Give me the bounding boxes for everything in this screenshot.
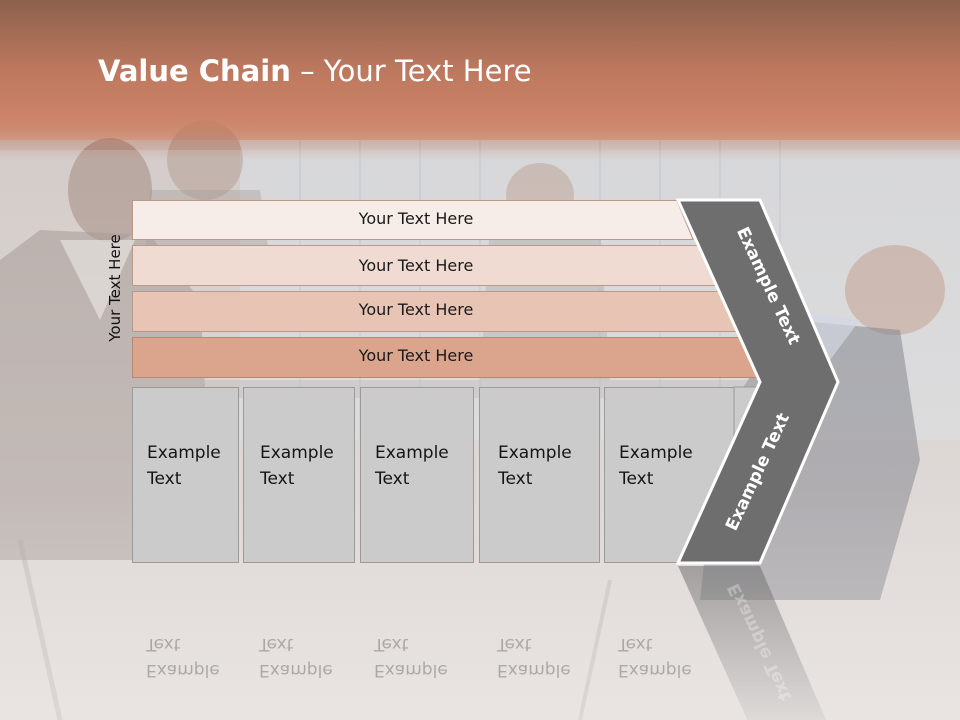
title-rest: – Your Text Here: [290, 54, 532, 88]
title-band: [0, 0, 960, 160]
bar-3-label: Your Text Here: [358, 300, 474, 319]
title-bold: Value Chain: [98, 54, 291, 88]
vertical-side-label[interactable]: Your Text Here: [106, 234, 124, 342]
slide-title[interactable]: Value Chain – Your Text Here: [98, 54, 532, 88]
bar-1[interactable]: Your Text Here: [132, 200, 694, 240]
bar-4-label: Your Text Here: [358, 346, 474, 365]
bar-4[interactable]: Your Text Here: [132, 337, 764, 378]
bar-2-label: Your Text Here: [358, 256, 474, 275]
bar-1-label: Your Text Here: [358, 209, 474, 228]
bar-2[interactable]: Your Text Here: [132, 245, 717, 286]
bar-3[interactable]: Your Text Here: [132, 291, 740, 332]
